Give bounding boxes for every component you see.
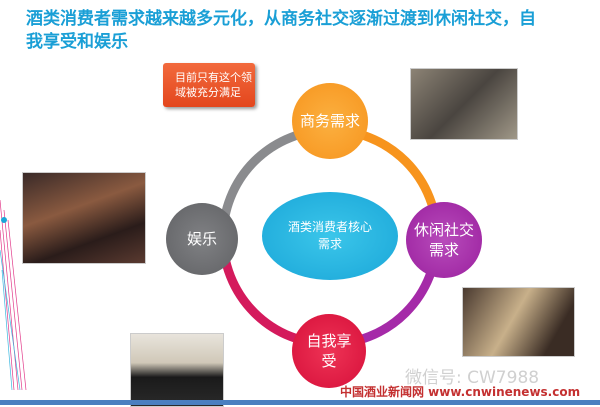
wechat-watermark: 微信号: CW7988 — [405, 368, 540, 388]
business-photo — [410, 68, 518, 140]
center-core-need: 酒类消费者核心需求 — [262, 192, 398, 280]
node-leisure: 休闲社交需求 — [406, 202, 482, 278]
bottom-border — [0, 400, 600, 405]
self-enjoyment-photo — [130, 333, 224, 407]
slide-title: 酒类消费者需求越来越多元化，从商务社交逐渐过渡到休闲社交，自我享受和娱乐 — [26, 9, 536, 52]
node-self: 自我享受 — [292, 314, 366, 388]
site-watermark: 中国酒业新闻网 www.cnwinenews.com — [340, 385, 581, 399]
node-entertainment: 娱乐 — [166, 203, 238, 275]
left-decoration — [0, 199, 27, 391]
entertainment-photo — [22, 172, 146, 264]
node-business: 商务需求 — [292, 83, 368, 159]
leisure-photo — [462, 287, 575, 357]
callout-box: 目前只有这个领域被充分满足 — [163, 63, 255, 107]
